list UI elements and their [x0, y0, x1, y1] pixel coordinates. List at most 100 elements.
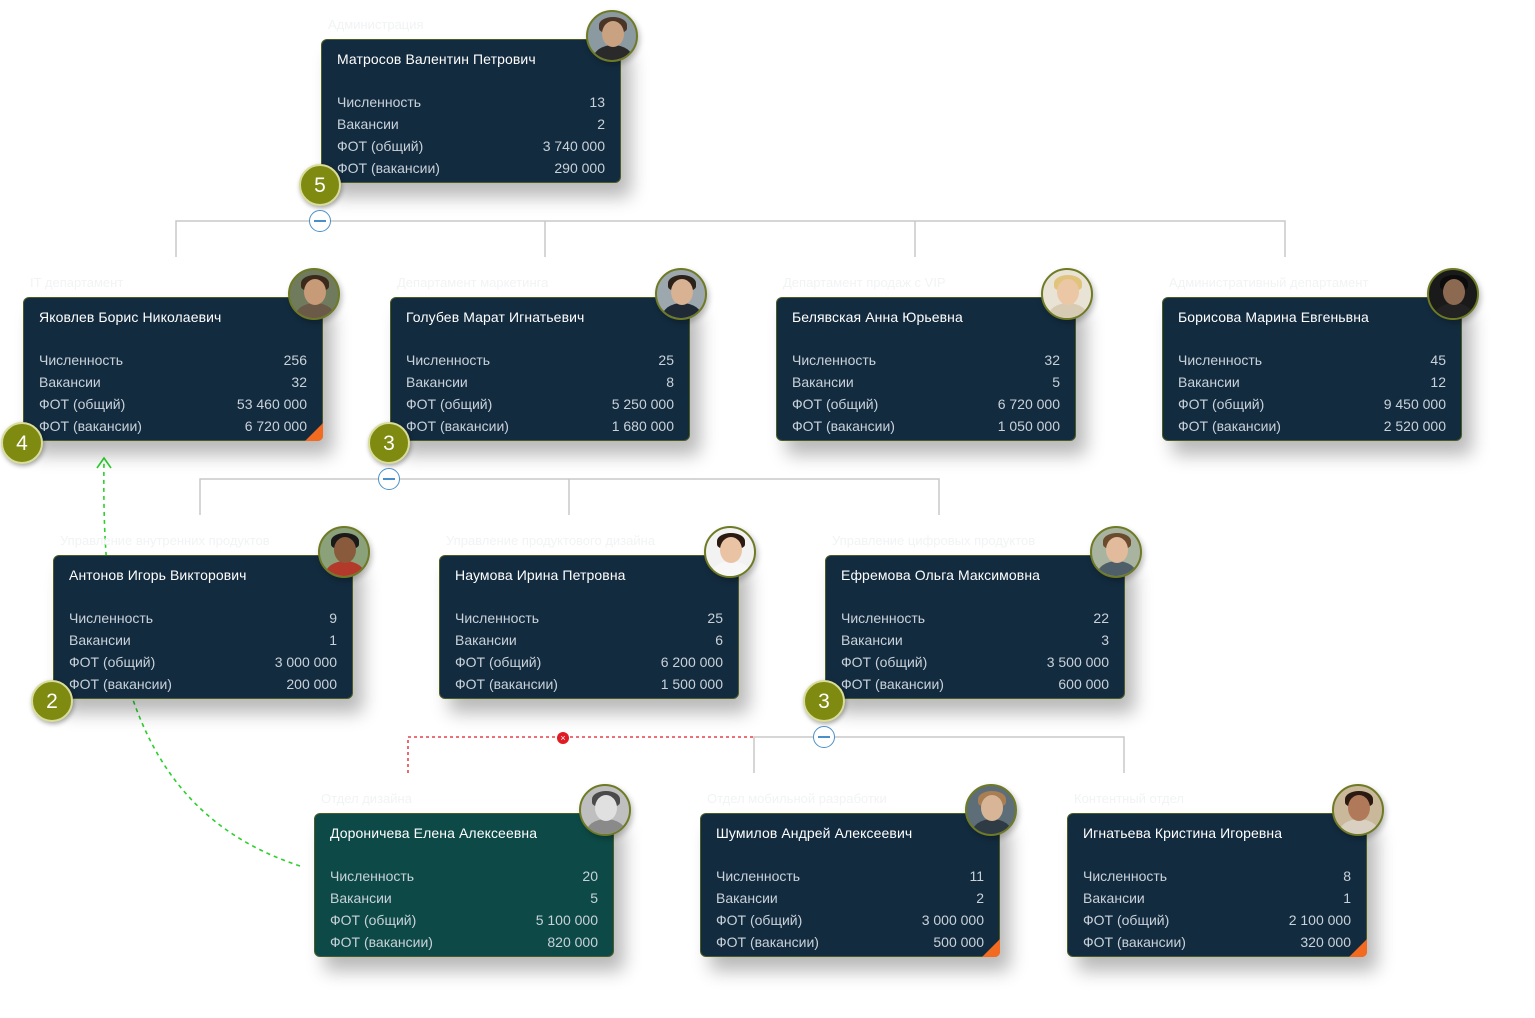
employee-name: Голубев Марат Игнатьевич: [406, 309, 585, 325]
stat-label: Вакансии: [841, 632, 903, 648]
avatar-internal: [318, 526, 370, 578]
stat-label: Численность: [455, 610, 540, 626]
stat-value: 9: [329, 610, 337, 626]
stat-row-payroll_total: ФОТ (общий)6 720 000: [792, 393, 1060, 415]
stat-label: Вакансии: [1178, 374, 1240, 390]
stat-label: ФОТ (общий): [841, 654, 928, 670]
stat-value: 32: [1044, 352, 1060, 368]
stat-label: ФОТ (вакансии): [1178, 418, 1281, 434]
stat-value: 32: [291, 374, 307, 390]
avatar-shu: [965, 784, 1017, 836]
dept-label-shu: Отдел мобильной разработки: [707, 791, 887, 806]
stat-value: 2 520 000: [1383, 418, 1446, 434]
employee-name: Антонов Игорь Викторович: [69, 567, 247, 583]
stat-label: ФОТ (вакансии): [792, 418, 895, 434]
stat-label: ФОТ (вакансии): [716, 934, 819, 950]
stat-value: 500 000: [933, 934, 984, 950]
stat-value: 2: [976, 890, 984, 906]
stat-value: 25: [658, 352, 674, 368]
dept-label-admin: Административный департамент: [1169, 275, 1369, 290]
collapse-toggle-marketing[interactable]: [378, 468, 400, 490]
stat-label: Вакансии: [1083, 890, 1145, 906]
stat-row-payroll_vacancies: ФОТ (вакансии)290 000: [337, 157, 605, 179]
stat-row-payroll_vacancies: ФОТ (вакансии) 500 000: [716, 931, 984, 953]
avatar-admin: [1427, 268, 1479, 320]
dept-label-ign: Контентный отдел: [1074, 791, 1184, 806]
stat-value: 1: [1343, 890, 1351, 906]
stat-label: ФОТ (общий): [455, 654, 542, 670]
stat-value: 3 000 000: [274, 654, 337, 670]
avatar-dor: [579, 784, 631, 836]
employee-name: Борисова Марина Евгеньвна: [1178, 309, 1369, 325]
stat-label: ФОТ (общий): [716, 912, 803, 928]
stat-label: ФОТ (вакансии): [330, 934, 433, 950]
stat-label: Численность: [330, 868, 415, 884]
employee-name: Матросов Валентин Петрович: [337, 51, 536, 67]
dept-label-product: Управление продуктового дизайна: [446, 533, 656, 548]
stat-row-payroll_vacancies: ФОТ (вакансии)600 000: [841, 673, 1109, 695]
stat-label: Численность: [1178, 352, 1263, 368]
stat-row-payroll_vacancies: ФОТ (вакансии)6 720 000: [39, 415, 307, 437]
stat-row-payroll_total: ФОТ (общий)53 460 000: [39, 393, 307, 415]
stat-label: Численность: [792, 352, 877, 368]
dept-label-dor: Отдел дизайна: [321, 791, 412, 806]
stat-label: ФОТ (общий): [792, 396, 879, 412]
stat-row-payroll_vacancies: ФОТ (вакансии) 820 000: [330, 931, 598, 953]
subordinate-count-badge-sales[interactable]: 3: [803, 680, 845, 722]
stat-label: Вакансии: [716, 890, 778, 906]
avatar-vip: [1041, 268, 1093, 320]
stat-value: 320 000: [1300, 934, 1351, 950]
stat-value: 820 000: [547, 934, 598, 950]
employee-name: Ефремова Ольга Максимовна: [841, 567, 1041, 583]
subordinate-count-badge-root[interactable]: 5: [299, 164, 341, 206]
stat-label: Вакансии: [337, 116, 399, 132]
drag-arrow-icon: [96, 456, 112, 469]
employee-name: Игнатьева Кристина Игоревна: [1083, 825, 1283, 841]
stat-value: 1 050 000: [997, 418, 1060, 434]
stat-value: 1 500 000: [660, 676, 723, 692]
collapse-toggle-sales[interactable]: [813, 726, 835, 748]
subordinate-count-badge-internal[interactable]: 2: [31, 680, 73, 722]
detach-link-icon[interactable]: ×: [557, 732, 569, 744]
stat-row-payroll_total: ФОТ (общий)3 740 000: [337, 135, 605, 157]
detached-link-line: [407, 736, 754, 773]
stat-label: Численность: [69, 610, 154, 626]
subordinate-count-badge-it[interactable]: 4: [1, 422, 43, 464]
collapse-toggle-root[interactable]: [309, 210, 331, 232]
avatar-sales: [1090, 526, 1142, 578]
stat-value: 3 500 000: [1046, 654, 1109, 670]
employee-name: Белявская Анна Юрьевна: [792, 309, 963, 325]
stat-label: Численность: [39, 352, 124, 368]
employee-name: Наумова Ирина Петровна: [455, 567, 626, 583]
subordinate-count-badge-marketing[interactable]: 3: [368, 422, 410, 464]
warning-corner-icon: [305, 423, 323, 441]
stat-value: 5: [1052, 374, 1060, 390]
stat-label: ФОТ (общий): [39, 396, 126, 412]
stat-row-payroll_total: ФОТ (общий)2 100 000: [1083, 909, 1351, 931]
stat-row-payroll_vacancies: ФОТ (вакансии)200 000: [69, 673, 337, 695]
stat-value: 2 100 000: [1288, 912, 1351, 928]
stat-label: ФОТ (вакансии): [1083, 934, 1186, 950]
stat-label: ФОТ (вакансии): [39, 418, 142, 434]
stat-value: 1 680 000: [611, 418, 674, 434]
stat-label: ФОТ (вакансии): [841, 676, 944, 692]
stat-row-payroll_vacancies: ФОТ (вакансии)1 500 000: [455, 673, 723, 695]
employee-name: Яковлев Борис Николаевич: [39, 309, 222, 325]
